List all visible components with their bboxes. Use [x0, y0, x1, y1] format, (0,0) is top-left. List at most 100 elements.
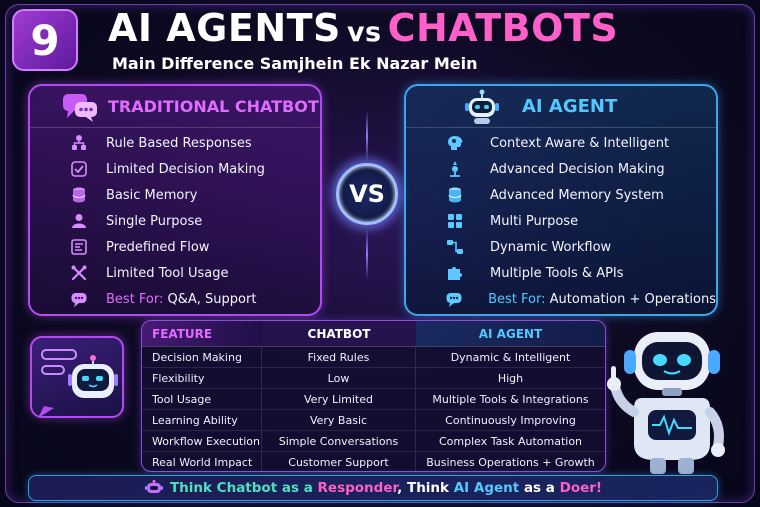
table-cell-chatbot: Fixed Rules — [262, 347, 416, 367]
chatbot-item-label: Predefined Flow — [106, 239, 210, 255]
agent-item-label: Context Aware & Intelligent — [490, 135, 670, 151]
table-cell-agent: Dynamic & Intelligent — [450, 350, 571, 364]
vs-glow-line-bottom — [366, 228, 368, 280]
table-row: Tool Usage Very Limited Multiple Tools &… — [142, 389, 605, 410]
workflow-icon — [68, 237, 90, 257]
robot-mascot-illustration — [590, 324, 740, 502]
table-row: Flexibility Low High — [142, 368, 605, 389]
agent-panel-title: AI AGENT — [522, 96, 618, 117]
footer-banner: Think Chatbot as a Responder, Think AI A… — [28, 475, 718, 501]
grid-icon — [444, 211, 466, 231]
table-row: Decision Making Fixed Rules Dynamic & In… — [142, 347, 605, 368]
agent-item-label: Multiple Tools & APIs — [490, 265, 624, 281]
table-cell-feature: Decision Making — [142, 347, 262, 367]
number-badge: 9 — [12, 9, 78, 71]
table-cell-feature: Tool Usage — [142, 389, 262, 409]
title-part-agents: AI AGENTS — [108, 6, 341, 50]
table-cell-chatbot: Customer Support — [262, 452, 416, 471]
vs-badge: VS — [336, 163, 398, 225]
table-cell-feature: Flexibility — [142, 368, 262, 388]
agent-panel: AI AGENT Context Aware & Intelligent Adv… — [404, 84, 718, 316]
chatbot-item-label: Single Purpose — [106, 213, 203, 229]
chat-icon — [444, 289, 464, 309]
chatbot-item: Limited Tool Usage — [30, 260, 320, 286]
agent-feature-list: Context Aware & Intelligent Advanced Dec… — [406, 130, 716, 312]
best-for-value: Automation + Operations — [549, 291, 716, 307]
agent-item-label: Best For: Automation + Operations — [488, 292, 716, 307]
chatbot-panel-title: TRADITIONAL CHATBOT — [108, 97, 319, 116]
decision-icon — [444, 159, 466, 179]
database-icon — [444, 185, 466, 205]
table-row: Real World Impact Customer Support Busin… — [142, 452, 605, 471]
tagline-part: , Think — [397, 480, 454, 496]
robot-mascot-icon — [607, 332, 725, 474]
table-cell-feature: Workflow Execution — [142, 431, 262, 451]
chatbot-item-label: Rule Based Responses — [106, 135, 252, 151]
chatbot-panel-header: TRADITIONAL CHATBOT — [30, 86, 320, 128]
table-header-agent: AI AGENT — [416, 321, 605, 346]
table-cell-agent: Complex Task Automation — [438, 434, 583, 448]
agent-item-label: Dynamic Workflow — [490, 239, 612, 255]
tagline-agent: AI Agent — [453, 480, 520, 496]
tagline-part: Think Chatbot as a — [169, 480, 318, 496]
tools-icon — [68, 263, 90, 283]
tagline-responder: Responder — [317, 480, 398, 496]
chatbot-item-label: Limited Decision Making — [106, 161, 265, 177]
page-frame — [5, 4, 755, 503]
workflow-icon — [444, 237, 466, 257]
chatbot-item: Single Purpose — [30, 208, 320, 234]
chat-window-illustration — [30, 336, 124, 418]
footer-tagline: Think Chatbot as a Responder, Think AI A… — [170, 480, 602, 496]
chatbot-item-label: Limited Tool Usage — [106, 265, 229, 281]
database-icon — [68, 185, 90, 205]
decision-icon — [68, 159, 90, 179]
agent-item: Advanced Decision Making — [406, 156, 716, 182]
puzzle-icon — [444, 263, 466, 283]
agent-item-label: Advanced Decision Making — [490, 161, 665, 177]
table-row: Workflow Execution Simple Conversations … — [142, 431, 605, 452]
comparison-table: FEATURE CHATBOT AI AGENT Decision Making… — [141, 320, 606, 472]
table-cell-agent: Continuously Improving — [445, 413, 576, 427]
robot-small-icon — [144, 479, 164, 497]
chatbot-item: Best For: Q&A, Support — [30, 286, 320, 312]
chatbot-item-label: Best For: Q&A, Support — [106, 292, 256, 307]
agent-panel-header: AI AGENT — [406, 86, 716, 128]
table-cell-chatbot: Simple Conversations — [262, 431, 416, 451]
best-for-prefix: Best For: — [488, 291, 546, 307]
chat-bubbles-icon — [60, 90, 100, 124]
robot-icon — [462, 89, 502, 124]
chatbot-item-label: Basic Memory — [106, 187, 198, 203]
chatbot-item: Predefined Flow — [30, 234, 320, 260]
page-subtitle: Main Difference Samjhein Ek Nazar Mein — [112, 54, 478, 73]
user-icon — [68, 211, 90, 231]
table-cell-chatbot: Very Limited — [262, 389, 416, 409]
agent-item: Context Aware & Intelligent — [406, 130, 716, 156]
chatbot-feature-list: Rule Based Responses Limited Decision Ma… — [30, 130, 320, 312]
agent-item: Multiple Tools & APIs — [406, 260, 716, 286]
table-cell-chatbot: Low — [262, 368, 416, 388]
table-cell-agent: Business Operations + Growth — [426, 456, 595, 469]
table-header-feature: FEATURE — [142, 321, 262, 346]
chatbot-window-icon — [38, 349, 118, 418]
best-for-prefix: Best For: — [106, 291, 164, 307]
agent-item: Multi Purpose — [406, 208, 716, 234]
agent-item-label: Multi Purpose — [490, 213, 579, 229]
tagline-part: as a — [519, 480, 560, 496]
agent-item: Dynamic Workflow — [406, 234, 716, 260]
vs-glow-line-top — [366, 110, 368, 162]
table-cell-chatbot: Very Basic — [262, 410, 416, 430]
brain-icon — [444, 133, 466, 153]
tagline-doer: Doer! — [559, 480, 603, 496]
title-part-chatbots: CHATBOTS — [387, 6, 619, 50]
chat-icon — [68, 289, 90, 309]
chatbot-panel: TRADITIONAL CHATBOT Rule Based Responses… — [28, 84, 322, 316]
chatbot-item: Limited Decision Making — [30, 156, 320, 182]
title-vs: vs — [346, 17, 382, 48]
table-header-chatbot: CHATBOT — [262, 321, 416, 346]
agent-item-label: Advanced Memory System — [490, 187, 664, 203]
chatbot-item: Rule Based Responses — [30, 130, 320, 156]
best-for-value: Q&A, Support — [167, 291, 257, 307]
table-row: Learning Ability Very Basic Continuously… — [142, 410, 605, 431]
agent-item: Best For: Automation + Operations — [406, 286, 716, 312]
